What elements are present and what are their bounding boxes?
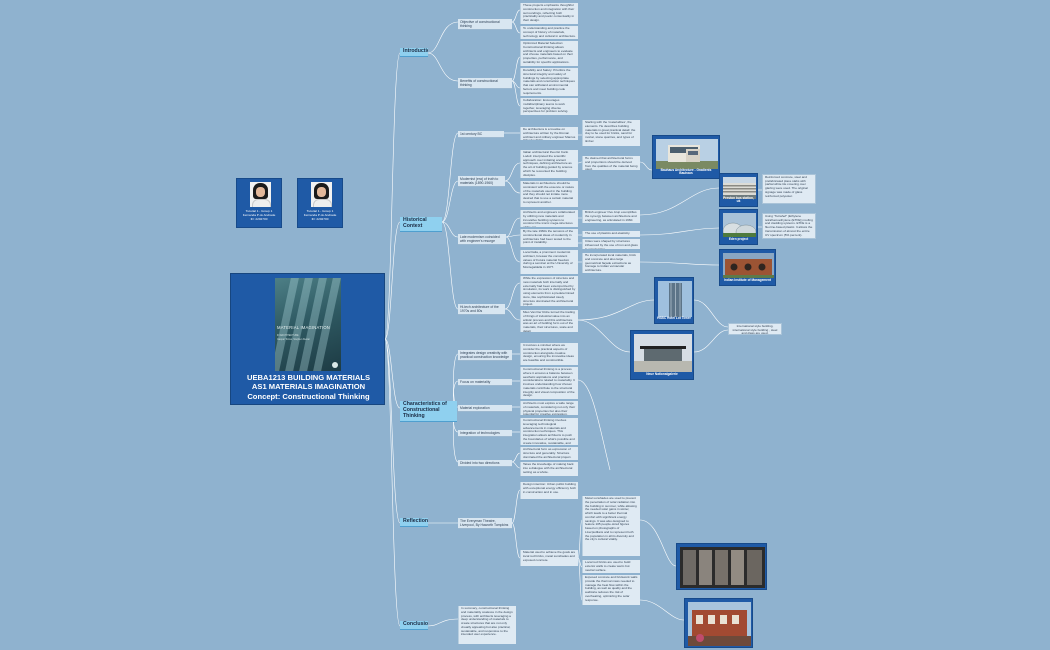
student-photo <box>250 182 271 207</box>
branch-reflection[interactable]: Reflection <box>400 518 428 527</box>
leaf-historical-right-4[interactable]: The use of plastics and elasticity. <box>582 231 640 237</box>
leaf-reflection-right-1[interactable]: Metal sunshades are used to prevent the … <box>582 496 640 556</box>
subtopic-modernist[interactable]: Modernist (era) of truth to materials (1… <box>458 176 505 188</box>
book-cover-image: MATERIAL IMAGINATION IN ARCHITECTURE Gas… <box>275 278 341 371</box>
student-photo <box>311 182 332 207</box>
leaf-char-6[interactable]: Takes the knowledge of making back into … <box>520 462 578 476</box>
photo-bauhaus-caption: Bauhaus Architecture - Gradients Bauhaus <box>660 167 712 176</box>
note-international-style[interactable]: International style building, internatio… <box>728 323 782 335</box>
branch-introduction[interactable]: Introduction <box>400 48 428 57</box>
leaf-historical-right-6[interactable]: He incorporated local materials, brick a… <box>582 253 640 273</box>
book-cover-author: Gaspar Torres, Stephen Kieran <box>277 338 310 341</box>
leaf-char-5[interactable]: Architectural form as expression of stru… <box>520 447 578 460</box>
branch-conclusion[interactable]: Conclusion <box>400 621 428 630</box>
central-topic-node[interactable]: MATERIAL IMAGINATION IN ARCHITECTURE Gas… <box>230 273 385 405</box>
title-line-3: Concept: Constructional Thinking <box>247 391 370 401</box>
title-line-2: AS1 MATERIALS IMAGINATION <box>251 382 366 392</box>
leaf-reflection-2[interactable]: Material used to achieve the goals are l… <box>520 550 578 566</box>
subtopic-integration-technologies[interactable]: Integration of technologies <box>458 430 512 438</box>
hsbc-tower-image <box>658 281 692 317</box>
leaf-intro-1[interactable]: These projects emphasize thoughtful cons… <box>520 3 578 24</box>
photo-bauhaus[interactable]: Bauhaus Architecture - Gradients Bauhaus <box>652 135 720 179</box>
photo-neue-caption: Neue Nationalgalerie <box>646 372 678 377</box>
leaf-historical-6[interactable]: Local Italia, a prominent modernist arch… <box>520 250 578 274</box>
leaf-intro-3[interactable]: Optimized Material Selection: Constructi… <box>520 41 578 66</box>
leaf-historical-1[interactable]: De architectura is a treatise on archite… <box>520 127 578 140</box>
central-topic-title: UEBA1213 BUILDING MATERIALS AS1 MATERIAL… <box>235 373 382 401</box>
subtopic-objective[interactable]: Objective of constructional thinking <box>458 19 512 31</box>
photo-everyman-street[interactable] <box>684 598 753 648</box>
leaf-historical-right-1[interactable]: Starting with the 'materialities', the e… <box>582 120 640 146</box>
subtopic-benefits[interactable]: Benefits of constructional thinking <box>458 78 512 90</box>
book-cover-title: MATERIAL IMAGINATION <box>277 325 331 330</box>
leaf-char-2[interactable]: Constructional thinking is a process whe… <box>520 367 578 399</box>
leaf-reflection-1[interactable]: Design intention: Urban public building … <box>520 482 578 499</box>
subtopic-everyman-theatre[interactable]: The Everyman Theatre, Liverpool, By Hawo… <box>458 518 512 530</box>
subtopic-hi-tech[interactable]: Hi-tech architecture of the 1970s and 80… <box>458 304 505 316</box>
leaf-char-3[interactable]: Architects must explore a wide range of … <box>520 401 578 415</box>
subtopic-focus-materiality[interactable]: Focus on materiality <box>458 379 512 387</box>
leaf-historical-8[interactable]: Mies Van Der Rohe turned the trading of … <box>520 310 578 332</box>
branch-historical-context[interactable]: Historical Context <box>400 217 442 232</box>
leaf-historical-4[interactable]: Architects and engineers collaborated by… <box>520 210 578 227</box>
neue-nationalgalerie-image <box>634 334 692 372</box>
subtopic-two-directions[interactable]: Divided into two directions <box>458 460 512 468</box>
publisher-logo-icon <box>332 362 338 368</box>
indian-institute-image <box>723 253 774 278</box>
leaf-intro-2[interactable]: To understanding and practice the concep… <box>520 26 578 39</box>
bauhaus-building-image <box>656 139 718 169</box>
eden-project-image <box>723 213 756 237</box>
subtopic-material-exploration[interactable]: Material exploration <box>458 405 512 413</box>
photo-eden-caption: Eden project <box>728 237 749 242</box>
tutor-card-1[interactable]: Tutorial 1 - Group 1 Fernanda P ok Andra… <box>236 178 282 228</box>
photo-bus-station-caption: Preston bus station, uk <box>723 195 754 204</box>
leaf-intro-4[interactable]: Durability and Safety: Prioritize the st… <box>520 68 578 96</box>
photo-bus-station[interactable]: Preston bus station, uk <box>719 173 758 207</box>
photo-indian-institute[interactable]: Indian Institute of Management <box>719 249 776 286</box>
branch-characteristics[interactable]: Characteristics of Constructional Thinki… <box>400 401 457 422</box>
subtopic-1st-century[interactable]: 1st century BC <box>458 131 504 139</box>
photo-iim-caption: Indian Institute of Management <box>724 278 771 283</box>
branch-characteristics-line-2: Constructional Thinking <box>403 406 440 419</box>
leaf-intro-5[interactable]: Collaboration: Encourages multidisciplin… <box>520 98 578 115</box>
note-eden-project[interactable]: Using "Tetrahef" (Ethylene tetrafluoroet… <box>762 213 816 239</box>
bus-station-image <box>723 177 756 199</box>
leaf-reflection-right-3[interactable]: Exposed concrete and brickwork walls pro… <box>582 575 640 605</box>
branch-characteristics-line-1: Characteristics of <box>403 401 447 407</box>
photo-eden-project[interactable]: Eden project <box>719 209 758 245</box>
leaf-historical-7[interactable]: While the expression of structure and ne… <box>520 276 578 306</box>
leaf-historical-right-5[interactable]: Cities were shaped by structures influen… <box>582 239 640 249</box>
leaf-conclusion[interactable]: In summary, constructional thinking and … <box>458 606 516 644</box>
photo-hsbc-tower[interactable]: HSBC Hotel Lot Tower <box>654 277 694 324</box>
leaf-historical-2[interactable]: Italian architectural theorist Carlo Lod… <box>520 150 578 178</box>
title-line-1: UEBA1213 BUILDING MATERIALS <box>246 373 371 382</box>
tutor-card-2[interactable]: Tutorial 1 - Group 1 Fernanda P ok Andra… <box>297 178 343 228</box>
photo-everyman-facade[interactable] <box>676 543 767 590</box>
leaf-historical-5[interactable]: By the late 1960s the tensions of the co… <box>520 229 578 247</box>
everyman-sunshade-image <box>680 547 765 588</box>
photo-neue-nationalgalerie[interactable]: Neue Nationalgalerie <box>630 330 694 380</box>
photo-hsbc-caption: HSBC Hotel Lot Tower <box>657 316 691 321</box>
leaf-historical-3[interactable]: Materials in architecture should be cons… <box>520 181 578 207</box>
note-bus-station[interactable]: Reinforced concrete, steel and prefabric… <box>762 174 816 204</box>
book-cover-subtitle: IN ARCHITECTURE <box>277 334 299 337</box>
everyman-brick-image <box>688 602 751 646</box>
leaf-historical-right-2[interactable]: He claimed that architectural forms and … <box>582 156 640 170</box>
leaf-historical-right-3[interactable]: British engineer Ove Arup exemplifies th… <box>582 210 640 223</box>
leaf-reflection-right-2[interactable]: Local red bricks are used to build exter… <box>582 560 640 573</box>
tutor-caption: Tutorial 1 - Group 1 Fernanda P ok Andra… <box>303 209 337 222</box>
subtopic-late-modernism[interactable]: Late modernism coincided with engineer's… <box>458 234 506 246</box>
leaf-char-1[interactable]: It involves a mindset where we consider … <box>520 343 578 365</box>
leaf-char-4[interactable]: Constructional thinking involves leverag… <box>520 418 578 445</box>
subtopic-integrates-design[interactable]: Integrates design creativity with practi… <box>458 350 512 362</box>
tutor-caption: Tutorial 1 - Group 1 Fernanda P ok Andra… <box>242 209 276 222</box>
